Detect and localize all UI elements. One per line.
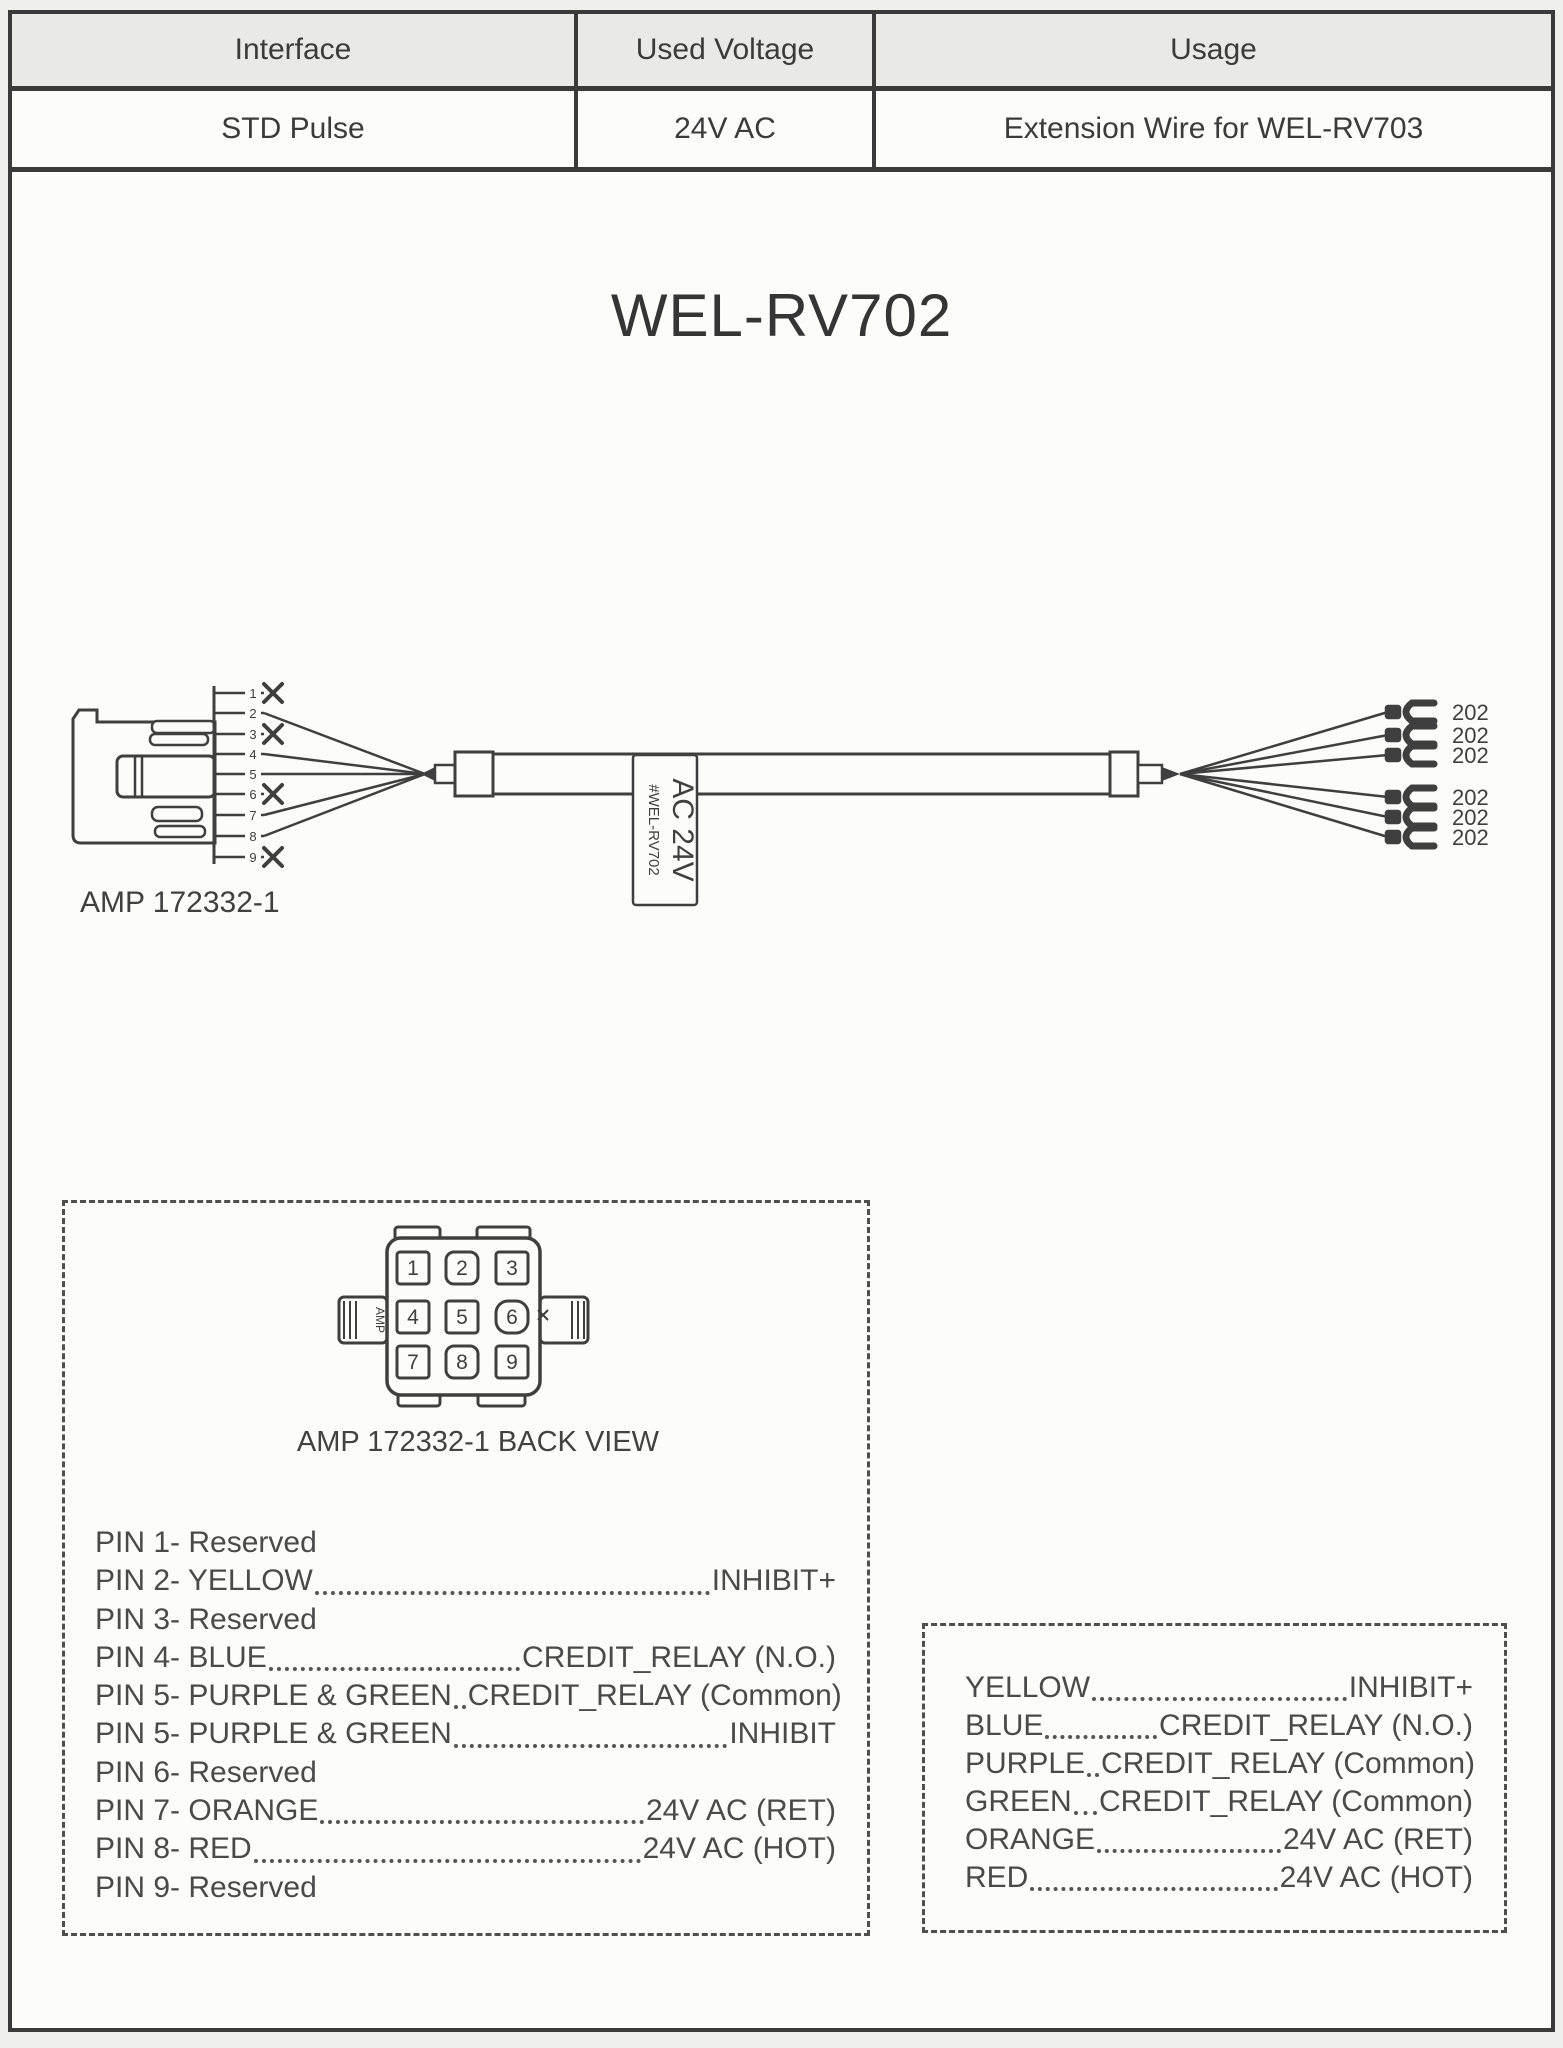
fork-terminals — [1384, 699, 1438, 850]
svg-text:2: 2 — [249, 706, 256, 721]
page-title: WEL-RV702 — [610, 282, 953, 349]
pin-wires — [263, 711, 426, 838]
spec-table-header: Interface Used Voltage Usage — [12, 14, 1551, 91]
reserved-x-icons — [262, 682, 284, 868]
cable-tag-part: #WEL-RV702 — [645, 784, 662, 875]
dot-leader — [253, 1858, 641, 1863]
svg-text:4: 4 — [249, 747, 256, 762]
dot-leader — [1045, 1734, 1158, 1739]
side-amp-text: AMP — [373, 1307, 387, 1333]
svg-text:6: 6 — [506, 1306, 518, 1329]
dot-leader — [1073, 1810, 1098, 1815]
cable-tag: AC 24V #WEL-RV702 — [631, 753, 699, 907]
cell-used-voltage: 24V AC — [578, 91, 876, 167]
svg-text:5: 5 — [456, 1306, 468, 1329]
cell-interface: STD Pulse — [12, 91, 578, 167]
header-usage: Usage — [1170, 33, 1257, 66]
spec-table-row: STD Pulse 24V AC Extension Wire for WEL-… — [12, 91, 1551, 172]
svg-text:8: 8 — [249, 829, 256, 844]
dot-leader — [268, 1666, 521, 1672]
header-used-voltage: Used Voltage — [578, 14, 876, 86]
svg-text:3: 3 — [506, 1257, 518, 1280]
pin-cell-numbers: 1 2 3 4 5 6 7 8 9 AMP — [373, 1257, 518, 1374]
svg-text:202: 202 — [1452, 723, 1489, 748]
dot-leader — [453, 1743, 728, 1748]
fanout-wires — [1179, 710, 1389, 839]
svg-text:4: 4 — [407, 1306, 419, 1329]
list-item: PIN 6- Reserved — [95, 1755, 317, 1789]
svg-text:6: 6 — [249, 787, 256, 802]
cable-diagram: 1 2 3 4 5 6 7 8 9 — [71, 682, 1489, 907]
back-view-connector: 1 2 3 4 5 6 7 8 9 AMP — [337, 1225, 590, 1408]
svg-text:202: 202 — [1452, 805, 1489, 830]
pin-cells — [395, 1250, 530, 1380]
header-interface: Interface — [12, 14, 578, 86]
dot-leader — [1087, 1772, 1100, 1777]
pin-assignment-box — [62, 1200, 870, 1936]
cable — [421, 750, 1180, 798]
cable-tag-voltage: AC 24V — [666, 778, 699, 881]
dot-leader — [1092, 1696, 1347, 1701]
dot-leader — [1030, 1886, 1278, 1891]
back-view-caption: AMP 172332-1 BACK VIEW — [296, 1426, 660, 1458]
svg-text:2: 2 — [456, 1257, 468, 1280]
wire-assignment-box — [922, 1623, 1507, 1933]
dot-leader — [453, 1704, 466, 1710]
page-frame — [8, 10, 1555, 2032]
svg-text:202: 202 — [1452, 743, 1489, 768]
svg-text:7: 7 — [249, 808, 256, 823]
connector-body — [385, 1236, 542, 1397]
left-connector-label: AMP 172332-1 — [80, 886, 280, 919]
dot-leader — [314, 1590, 710, 1595]
pin-number-labels: 1 2 3 4 5 6 7 8 9 — [245, 685, 261, 865]
dot-leader — [1097, 1848, 1281, 1853]
svg-text:5: 5 — [249, 767, 256, 782]
svg-text:3: 3 — [249, 727, 256, 742]
svg-text:8: 8 — [456, 1351, 468, 1374]
cell-usage: Extension Wire for WEL-RV703 — [1003, 112, 1424, 145]
dot-leader — [320, 1819, 644, 1825]
svg-text:202: 202 — [1452, 785, 1489, 810]
list-item: PIN 3- Reserved — [95, 1602, 317, 1636]
left-connector — [71, 708, 217, 845]
svg-text:202: 202 — [1452, 700, 1489, 725]
svg-text:1: 1 — [407, 1257, 419, 1280]
list-item: PIN 9- Reserved — [95, 1870, 317, 1904]
terminal-labels: 202 202 202 202 202 202 — [1452, 700, 1489, 850]
svg-text:202: 202 — [1452, 825, 1489, 850]
svg-text:9: 9 — [506, 1351, 518, 1374]
keying-mark-icon — [537, 1309, 549, 1321]
svg-text:1: 1 — [249, 686, 256, 701]
list-item: PIN 1- Reserved — [95, 1526, 317, 1559]
svg-text:9: 9 — [249, 850, 256, 865]
svg-text:7: 7 — [407, 1351, 419, 1374]
